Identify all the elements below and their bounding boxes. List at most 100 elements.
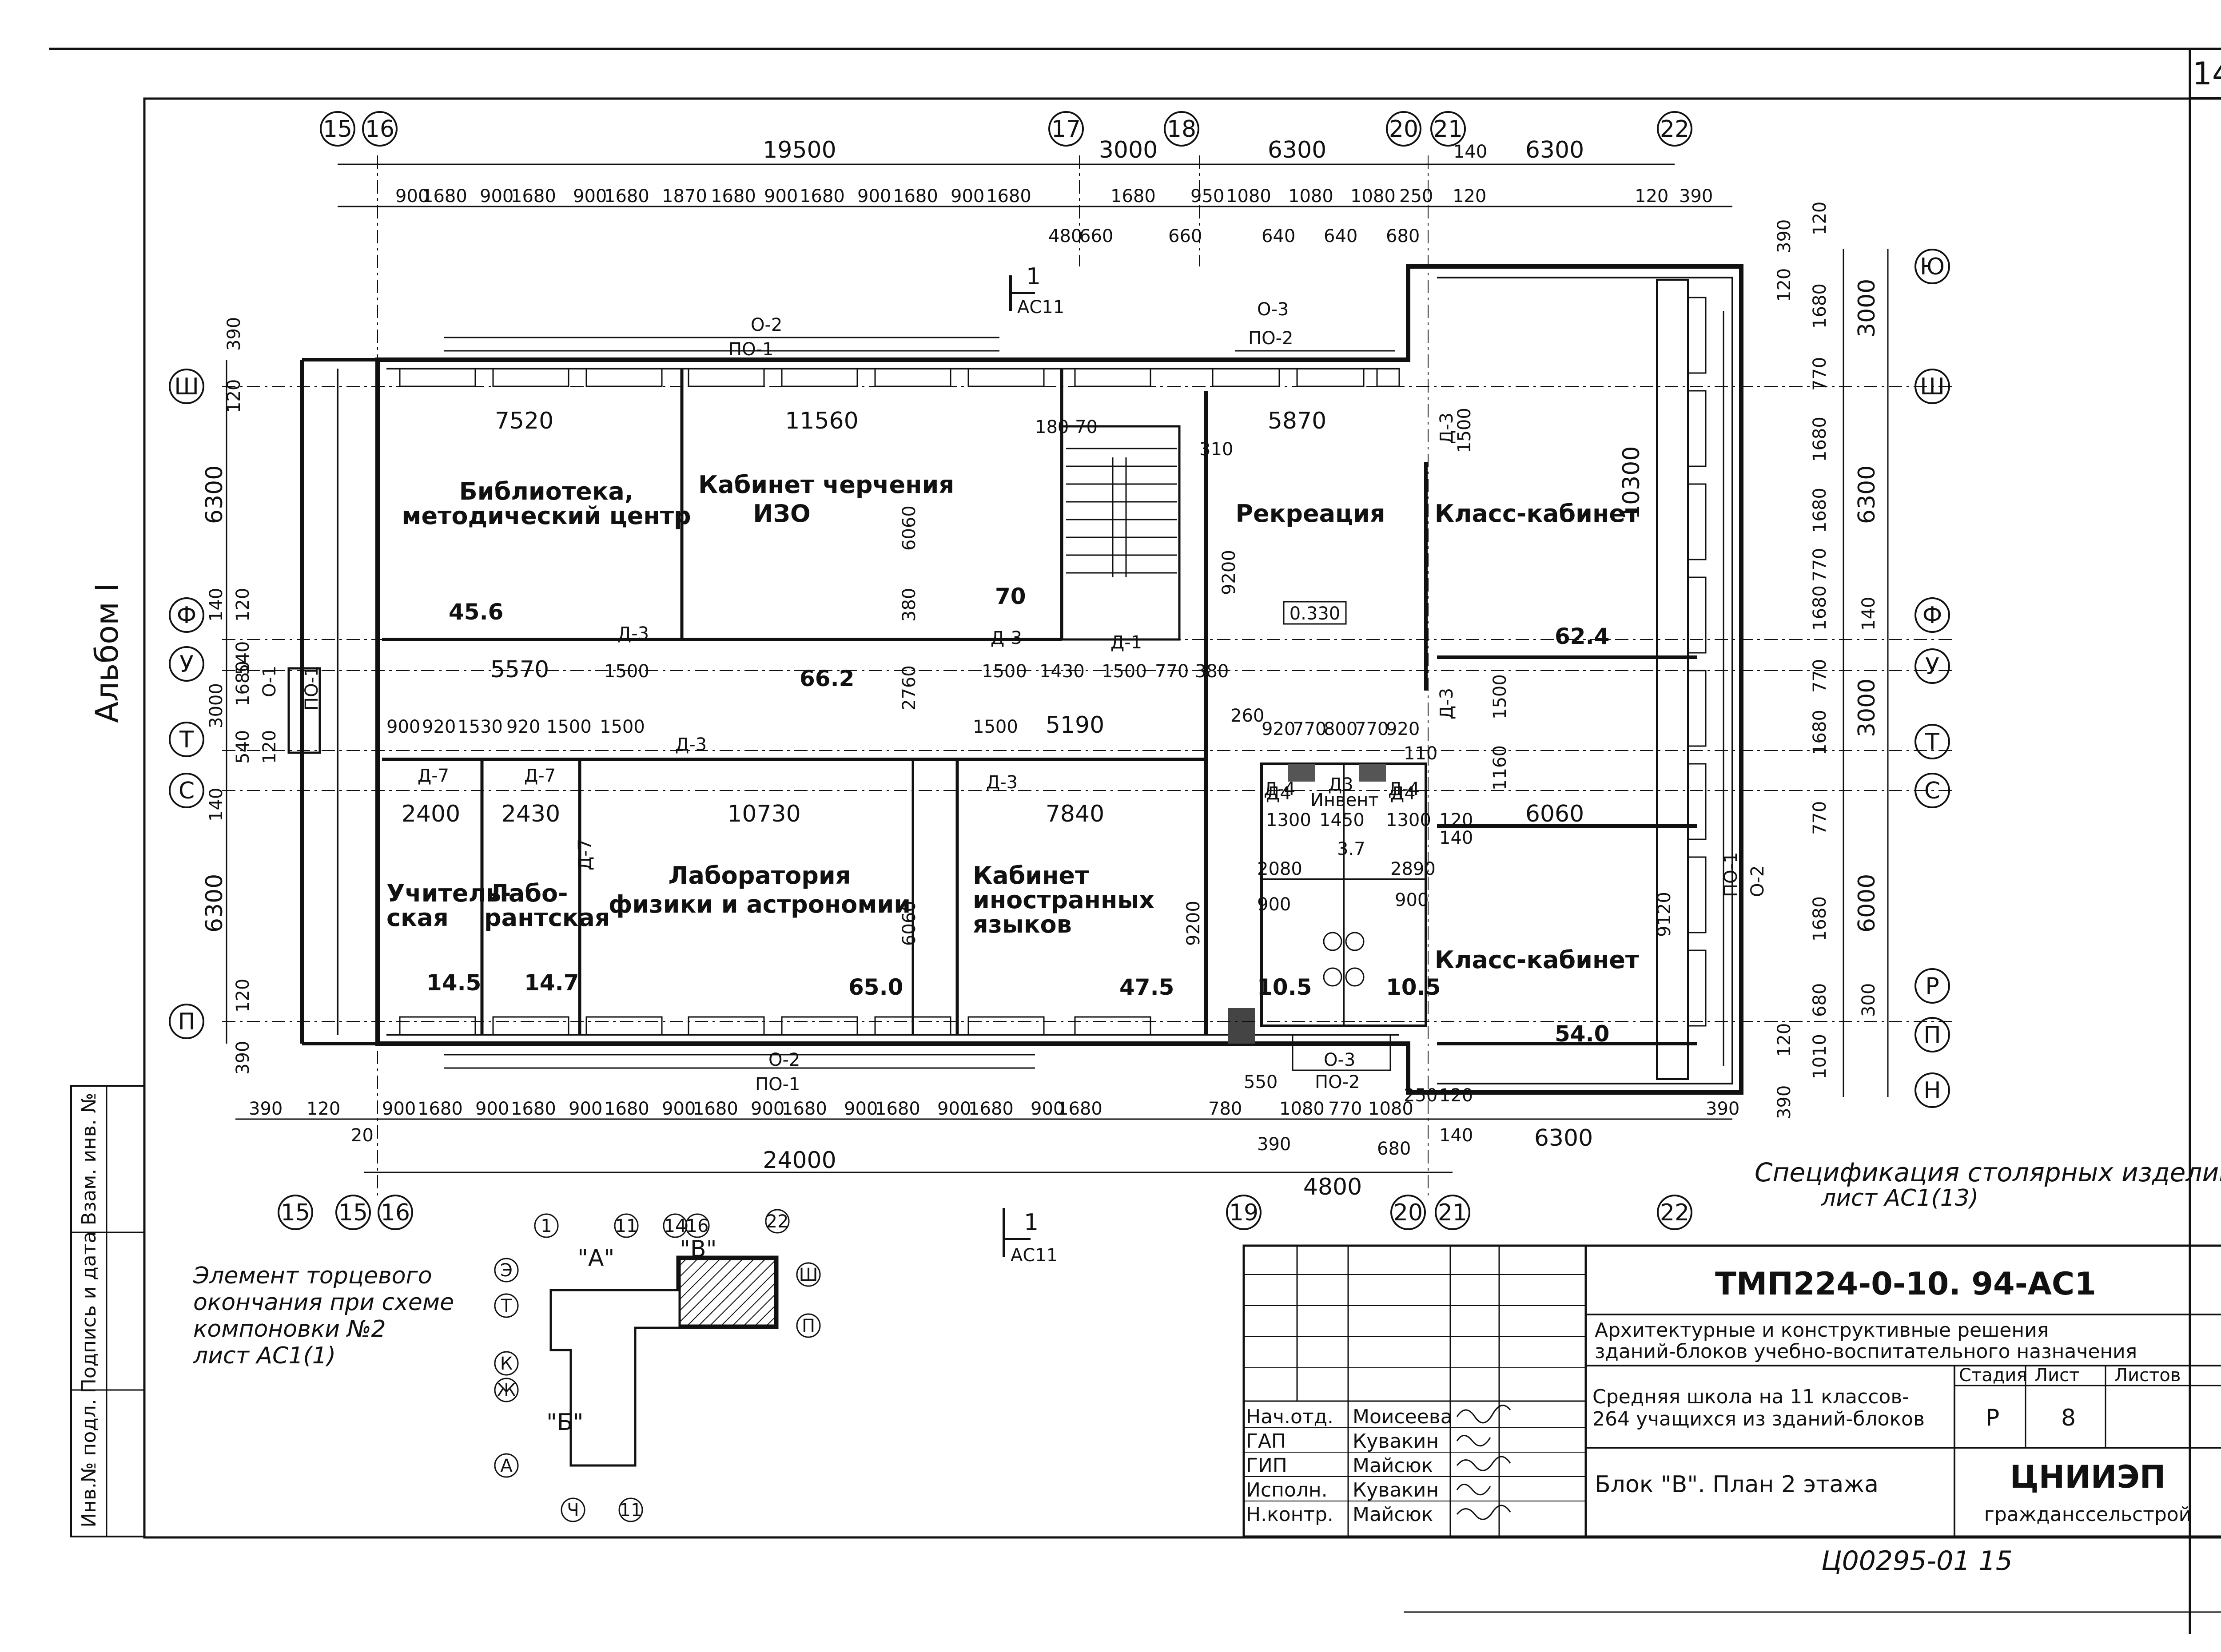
dim: 6300 [1854, 465, 1880, 524]
axis-label: 20 [1393, 1199, 1423, 1226]
dim: 390 [1706, 1099, 1739, 1119]
dim: 800 [1324, 719, 1357, 739]
room-name-line: Кабинет [973, 862, 1089, 890]
dim: 680 [1810, 983, 1830, 1017]
dim: 540 [233, 730, 253, 764]
project-line: Средняя школа на 11 классов- [1592, 1386, 1909, 1408]
note-line: окончания при схеме [193, 1289, 454, 1316]
dim: 1680 [233, 661, 253, 706]
opening-left-wall-sub: ПО-1 [302, 666, 322, 711]
opening-left-wall: О-1 [259, 666, 280, 697]
dim: 900 [382, 1099, 416, 1119]
dim: 1500 [973, 717, 1018, 737]
dim: 770 [1810, 548, 1830, 582]
dim: 680 [1377, 1139, 1411, 1159]
opening-top-left: О-2 [751, 315, 782, 335]
room-physics-lab: Лаборатория физики и астрономии 65.0 107… [609, 801, 911, 1000]
dim: 120 [1774, 268, 1795, 302]
project-line: 264 учащихся из зданий-блоков [1592, 1408, 1925, 1430]
room-name-line: Класс-кабинет [1435, 946, 1640, 974]
room-classroom-lower: Класс-кабинет 54.0 6060 [1435, 801, 1640, 1047]
note-line: компоновки №2 [193, 1316, 386, 1342]
dim: 6300 [201, 465, 228, 524]
axis-label: С [179, 778, 195, 804]
dim: 2760 [899, 665, 919, 711]
dim: 20 [351, 1125, 374, 1146]
room-name-line: языков [973, 910, 1072, 938]
wc-area: 10.5 [1257, 974, 1312, 1000]
key-axis: 11 [620, 1500, 642, 1521]
dim: 920 [506, 717, 540, 737]
dim: 140 [1859, 597, 1879, 631]
key-axis: Ж [497, 1380, 516, 1401]
dim: 1160 [1490, 745, 1510, 790]
spec-title: Спецификация столярных изделий [1755, 1157, 2221, 1187]
axis-label: 20 [1389, 116, 1418, 143]
wc-labels: Д4 Инвент Д3 Д4 1450 3.7 1300 1300 2080 … [1257, 774, 1441, 1000]
dim-top-5: 6300 [1525, 137, 1584, 163]
dim-bottom-2: 4800 [1303, 1174, 1362, 1200]
sheet-title: Блок "В". План 2 этажа [1595, 1471, 1879, 1498]
dim: 920 [1262, 719, 1295, 739]
person-role: Н.контр. [1246, 1503, 1333, 1526]
dim: 1680 [968, 1099, 1014, 1119]
dim: 1530 [458, 717, 503, 737]
corridor-dims: 5570 1500 1500 1430 1500 770 380 900 920… [386, 505, 1675, 946]
dim: 900 [951, 186, 984, 206]
signature [1456, 1405, 1511, 1424]
dim: 1080 [1288, 186, 1333, 206]
dim: 900 [395, 186, 429, 206]
dim: 900 [573, 186, 607, 206]
dim: 770 [1810, 357, 1830, 391]
dim-bottom-3: 6300 [1534, 1125, 1593, 1152]
key-block-label: "А" [577, 1245, 614, 1271]
axis-label: 15 [323, 116, 352, 143]
dim: 70 [1075, 417, 1098, 437]
dim: 120 [306, 1099, 340, 1119]
dim-top-detail-row: 900 1680 900 1680 900 1680 1870 1680 900… [395, 186, 1713, 246]
axis-label: Ф [1922, 602, 1942, 629]
key-axis: Ч [567, 1500, 579, 1521]
axis-label: Н [1923, 1077, 1941, 1104]
axis-markers-left: Ш Ф У Т С П [169, 369, 204, 1039]
axis-markers-right: Ю Ш Ф У Т С Р П Н [1915, 249, 1950, 1108]
signature [1456, 1456, 1511, 1471]
opening-top-right-sub: ПО-2 [1248, 328, 1293, 349]
dim: 900 [857, 186, 891, 206]
stamp-inv: Инв.№ подл. [78, 1399, 100, 1528]
dim: 1500 [1454, 408, 1475, 453]
dim: 1680 [604, 186, 649, 206]
dim-right-column: 390 120 120 1680 3000 770 1680 6300 1680… [1774, 202, 1880, 1119]
room-name-line: Лаборатория [669, 862, 851, 890]
dim: 770 [1810, 659, 1830, 693]
frame [143, 97, 2221, 1539]
room-width: 2430 [502, 801, 560, 827]
stamp-sign: Подпись и дата [78, 1231, 100, 1393]
sheets-header: Листов [2114, 1365, 2181, 1386]
windows-right [1687, 297, 1724, 1066]
room-area: 0.330 [1290, 604, 1341, 624]
key-axis: Ш [799, 1265, 818, 1285]
sheet-value: 8 [2061, 1405, 2076, 1431]
door-label: Д-3 [1437, 688, 1457, 719]
dim: 1680 [986, 186, 1031, 206]
key-block-label: "В" [680, 1236, 717, 1263]
dim: 1680 [1810, 710, 1830, 755]
signature [1456, 1505, 1511, 1520]
room-area: 14.5 [426, 970, 481, 996]
door-label: Д-7 [524, 766, 556, 786]
axis-label: Ю [1920, 254, 1945, 280]
dim: 660 [1168, 226, 1202, 246]
wc-label: 900 [1257, 894, 1291, 915]
person-name: Кувакин [1353, 1479, 1439, 1501]
person-role: ГИП [1246, 1454, 1287, 1477]
dim: 1870 [662, 186, 707, 206]
dim: 6060 [899, 901, 919, 946]
dim: 140 [206, 588, 227, 622]
dim: 1500 [982, 661, 1027, 682]
dim: 920 [422, 717, 456, 737]
axis-label: П [178, 1009, 195, 1035]
axis-label: 18 [1167, 116, 1196, 143]
dim: 1680 [800, 186, 845, 206]
